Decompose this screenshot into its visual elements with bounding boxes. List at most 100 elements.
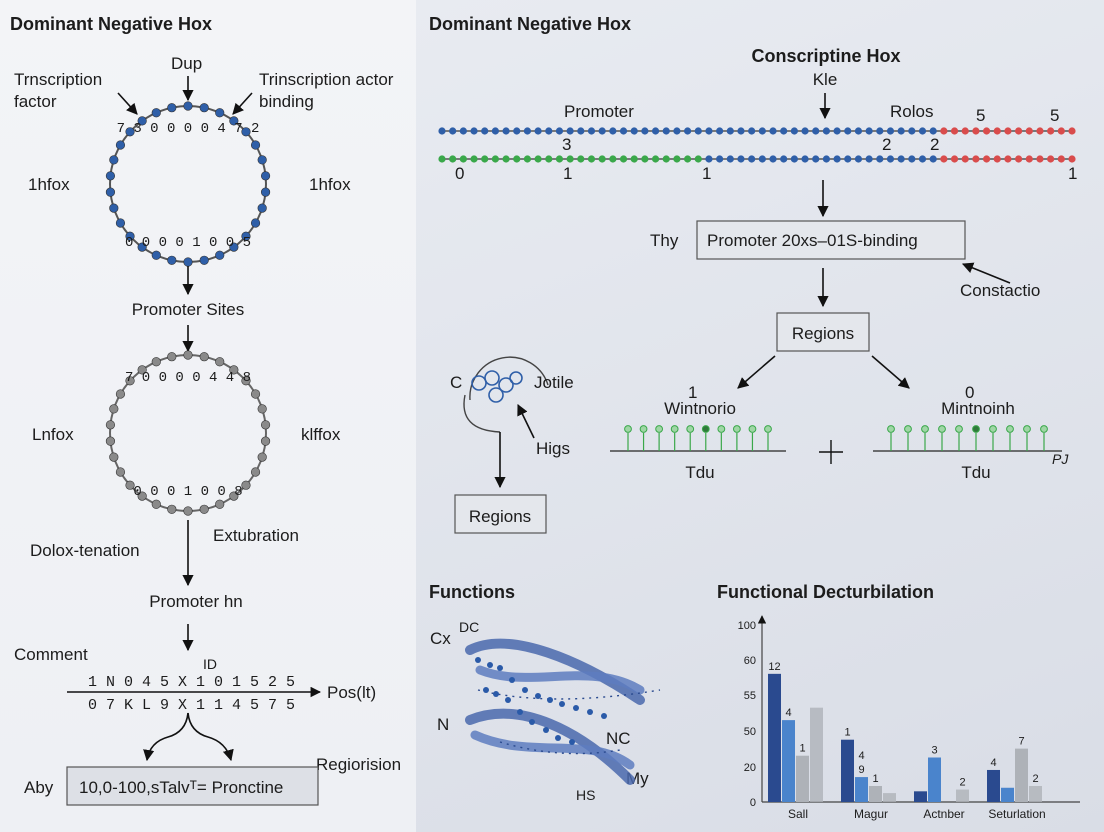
strand-bead (619, 155, 628, 163)
strand-bead (609, 127, 617, 135)
chart-bar (841, 739, 854, 802)
higs-label: Higs (536, 439, 570, 458)
protein-residue (555, 735, 561, 741)
formula-box-text: 10,0-100,sTalvᵀ= Pronctine (79, 778, 283, 797)
strand-bead (470, 127, 478, 135)
pj-label: PJ (1052, 451, 1069, 467)
strand-bead (908, 155, 916, 163)
track-bead (955, 425, 963, 433)
number-1-b: 1 (702, 164, 711, 183)
ring-bead (199, 255, 209, 265)
n-label: N (437, 715, 449, 734)
ring-bead (215, 357, 225, 367)
mintnoinh-label: Mintnoinh (941, 399, 1015, 418)
strand-bead (1004, 127, 1012, 135)
ring-bead (241, 376, 251, 386)
ring-bead (115, 218, 126, 228)
nc-label: NC (606, 729, 631, 748)
brace-left-arrow (143, 712, 189, 762)
regions-left-arrow (737, 355, 776, 389)
strand-bead (459, 155, 467, 163)
strand-bead (523, 155, 532, 163)
track-bead (639, 425, 648, 433)
chart-bar (855, 777, 868, 802)
strand-bead (865, 155, 873, 163)
number-5-a: 5 (976, 106, 985, 125)
ring-bead (151, 499, 161, 509)
regions-mid-text: Regions (792, 324, 854, 343)
strand-bead (1057, 127, 1065, 135)
strand-bead (491, 155, 499, 163)
ring1-bottom-digits: 0 0 0 0 1 0 0 5 (125, 235, 251, 251)
ring-bead (125, 231, 135, 241)
ring2-right-label: klffox (301, 425, 341, 444)
ring-bead (250, 389, 261, 399)
strand-bead (449, 155, 457, 163)
chart-category-label: Seturlation (988, 807, 1045, 821)
rolos-label: Rolos (890, 102, 933, 121)
strand-bead (587, 155, 596, 163)
strand-bead (886, 155, 895, 163)
strand-bead (822, 127, 831, 135)
track-bead (748, 425, 757, 433)
strand-bead (545, 155, 553, 163)
strand-bead (726, 155, 734, 163)
chart-y-tick-label: 20 (744, 762, 756, 774)
number-5-b: 5 (1050, 106, 1059, 125)
ring-bead (241, 231, 251, 241)
promoter-sites-label: Promoter Sites (132, 300, 244, 319)
chart-bar (796, 755, 809, 802)
strand-bead (993, 155, 1001, 163)
hs-label: HS (576, 787, 595, 803)
ring-bead (125, 127, 135, 137)
constactio-label: Constactio (960, 281, 1040, 300)
protein-residue (543, 727, 549, 733)
strand-bead (630, 127, 638, 135)
strand-bead (481, 155, 489, 163)
track-bead (764, 425, 772, 433)
ring-bead (151, 357, 161, 367)
strand-bead (641, 155, 649, 163)
binding-track-right (873, 425, 1062, 452)
ring-bead (260, 420, 271, 430)
ring-bead (257, 155, 267, 165)
chart-data-label: 1 (799, 743, 805, 755)
strand-bead (619, 127, 628, 135)
chart-y-tick-label: 100 (738, 620, 756, 632)
tf-right-label-1: Trinscription actor (259, 70, 394, 89)
chart-y-tick-label: 0 (750, 797, 756, 809)
chart-bar (869, 785, 882, 802)
ring-bead (105, 420, 116, 430)
chart-y-tick-label: 55 (744, 690, 756, 702)
ring-bead (105, 187, 116, 197)
strand-bead (598, 127, 606, 135)
ring-bead (250, 218, 261, 228)
strand-bead (683, 127, 692, 135)
track-bead (921, 425, 929, 433)
strand-bead (918, 127, 927, 135)
strand-bead (513, 127, 521, 135)
track-bead (732, 425, 741, 433)
ring1-left-label: 1hfox (28, 175, 70, 194)
ring-bead (125, 376, 135, 386)
strand-bead (737, 155, 745, 163)
strand-bead (1047, 155, 1055, 163)
strand-bead (630, 155, 638, 163)
chart-title: Functional Decturbilation (717, 582, 934, 602)
protein-residue (569, 739, 575, 745)
chart-data-label: 1 (872, 773, 878, 785)
ring-bead (229, 116, 239, 126)
strand-bead (523, 127, 532, 135)
track-bead (1023, 425, 1031, 433)
plus-icon (819, 440, 843, 464)
ring-bead (151, 250, 161, 260)
strand-bead (737, 127, 745, 135)
ring-bead (257, 203, 267, 213)
strand-bead (694, 127, 702, 135)
ring-bead (137, 242, 147, 252)
chart-data-label: 9 (858, 764, 864, 776)
cx-label: Cx (430, 629, 451, 648)
strand-bead (1025, 155, 1033, 163)
strand-bead (940, 155, 948, 163)
strand-bead (865, 127, 873, 135)
